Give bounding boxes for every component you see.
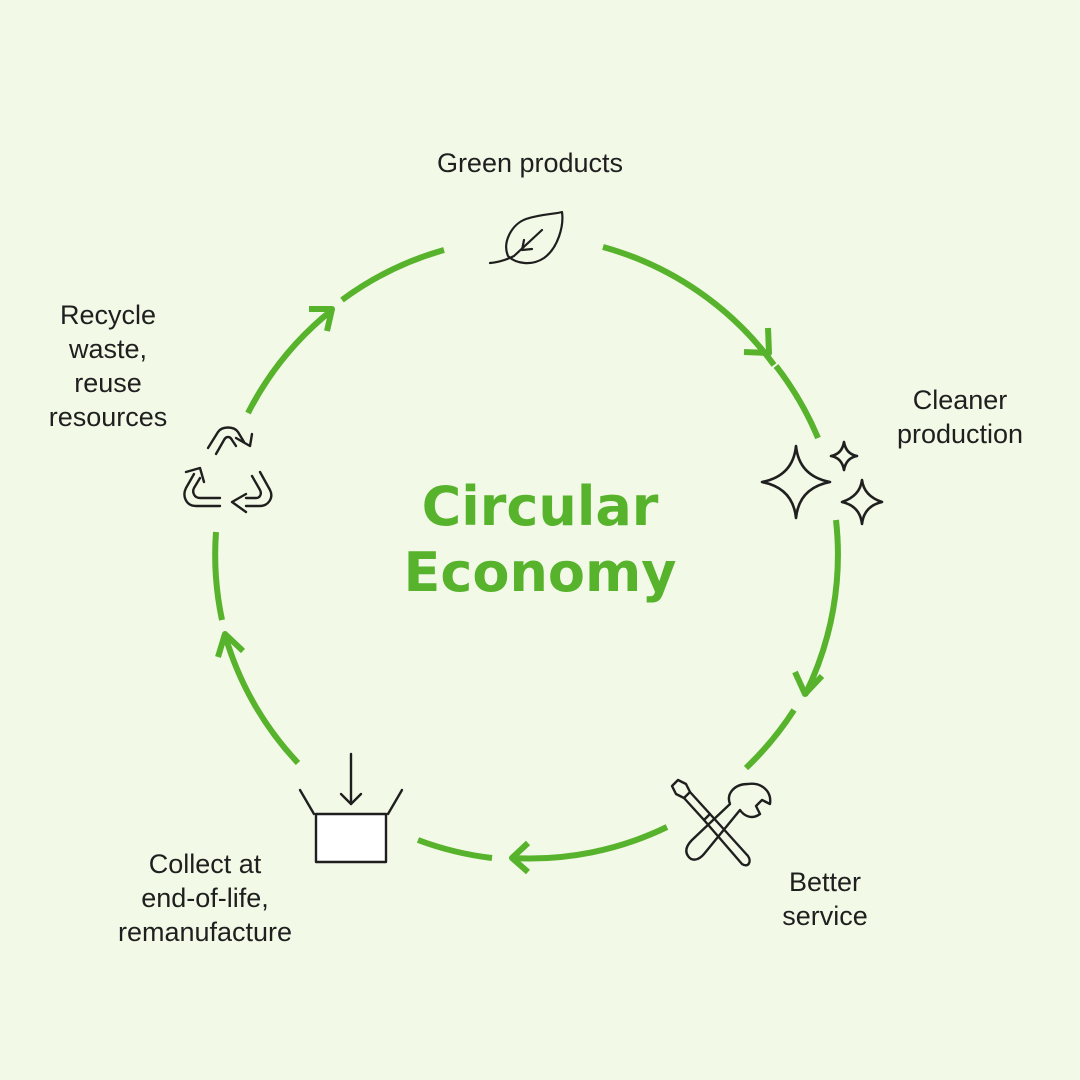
stage-label-line: production [896,419,1024,449]
tools-icon [670,778,772,867]
stage-label-better-service: Better service [750,865,900,933]
stage-label-line: reuse [74,368,142,398]
stage-label-line: Cleaner [912,385,1008,415]
cycle-arc-4 [743,708,797,771]
cycle-arrowhead-5 [309,306,335,332]
title-line-2: Economy [403,541,677,604]
stage-label-line: service [782,901,868,931]
stage-label-line: resources [48,402,168,432]
cycle-arc-1 [602,244,777,367]
cycle-arc-5 [511,824,669,862]
cycle-arc-3 [802,519,841,697]
recycle-icon [183,426,273,514]
stage-label-cleaner-production: Cleaner production [870,383,1050,451]
sparkles-icon [760,440,884,526]
stage-label-line: Green products [436,148,624,178]
cycle-arc-7 [222,634,301,766]
cycle-arrowhead-4 [215,631,246,658]
stage-label-line: Collect at [148,849,262,879]
title-line-1: Circular [421,475,659,538]
stage-label-line: Recycle [59,300,157,330]
cycle-arc-10 [340,247,445,303]
cycle-arc-2 [773,364,821,440]
cycle-arrowhead-1 [743,327,772,356]
stage-label-line: end-of-life, [141,883,269,913]
stage-label-collect-remanufacture: Collect at end-of-life, remanufacture [95,847,315,949]
stage-label-recycle-reuse: Recycle waste, reuse resources [28,298,188,434]
diagram-title: Circular Economy [300,474,780,606]
stage-label-line: remanufacture [117,917,293,947]
cycle-arc-9 [245,307,334,415]
cycle-arc-6 [416,837,493,861]
cycle-arrowhead-2 [792,670,825,697]
stage-label-line: waste, [68,334,148,364]
stage-label-line: Better [788,867,862,897]
stage-label-green-products: Green products [380,146,680,180]
cycle-arrowhead-3 [509,840,531,875]
leaf-icon [488,210,564,265]
box-icon [298,752,404,864]
cycle-arc-8 [212,531,225,621]
